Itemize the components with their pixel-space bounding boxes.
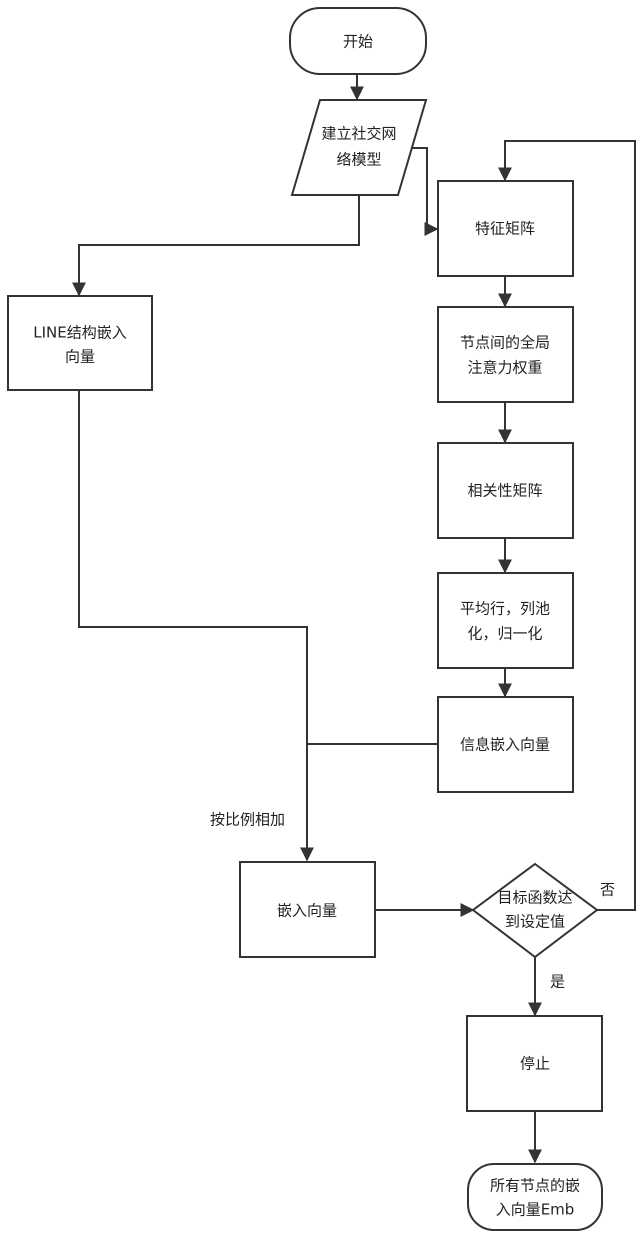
node-objective-check: 目标函数达 到设定值 xyxy=(473,864,597,957)
edge-build-to-line xyxy=(79,196,359,295)
node-build-model: 建立社交网 络模型 xyxy=(292,100,426,195)
node-correlation-matrix: 相关性矩阵 xyxy=(438,443,573,538)
edge-build-to-feature xyxy=(410,148,437,229)
node-all-nodes-embed-label-2: 入向量Emb xyxy=(496,1201,575,1219)
node-all-nodes-embed: 所有节点的嵌 入向量Emb xyxy=(468,1164,602,1230)
node-pooling-label-2: 化，归一化 xyxy=(467,625,542,643)
node-embed-vector-label: 嵌入向量 xyxy=(277,902,337,920)
node-all-nodes-embed-label-1: 所有节点的嵌 xyxy=(490,1177,580,1195)
node-info-embed-label: 信息嵌入向量 xyxy=(460,736,550,754)
node-stop: 停止 xyxy=(467,1016,602,1111)
node-start-label: 开始 xyxy=(343,33,373,51)
node-line-embed: LINE结构嵌入 向量 xyxy=(8,296,152,390)
edge-label-yes: 是 xyxy=(550,973,565,991)
node-objective-check-label-1: 目标函数达 xyxy=(497,889,572,907)
node-start: 开始 xyxy=(290,8,426,74)
node-feature-matrix: 特征矩阵 xyxy=(438,181,573,276)
node-info-embed: 信息嵌入向量 xyxy=(438,697,573,792)
node-global-attention-label-2: 注意力权重 xyxy=(467,359,542,377)
node-build-model-label-2: 络模型 xyxy=(336,151,381,169)
edge-label-no: 否 xyxy=(600,881,615,899)
node-feature-matrix-label: 特征矩阵 xyxy=(475,220,535,238)
node-correlation-matrix-label: 相关性矩阵 xyxy=(467,482,542,500)
node-global-attention: 节点间的全局 注意力权重 xyxy=(438,307,573,402)
node-pooling: 平均行，列池 化，归一化 xyxy=(438,573,573,668)
node-build-model-label-1: 建立社交网 xyxy=(321,125,396,143)
node-stop-label: 停止 xyxy=(520,1055,550,1073)
node-embed-vector: 嵌入向量 xyxy=(240,862,375,957)
node-global-attention-label-1: 节点间的全局 xyxy=(460,334,550,352)
node-pooling-label-1: 平均行，列池 xyxy=(460,600,550,618)
node-line-embed-label-2: 向量 xyxy=(65,348,95,366)
node-objective-check-label-2: 到设定值 xyxy=(505,913,565,931)
edge-label-proportional-add: 按比例相加 xyxy=(210,811,285,829)
node-line-embed-label-1: LINE结构嵌入 xyxy=(33,324,126,342)
edge-line-to-merge xyxy=(79,390,307,744)
